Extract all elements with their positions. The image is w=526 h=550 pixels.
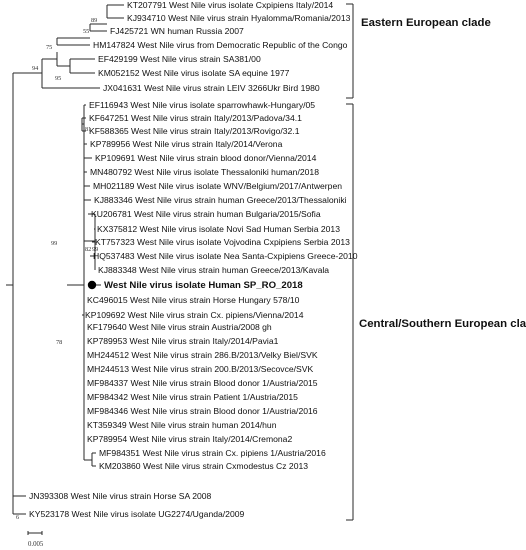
- leaf-labels: KT207791 West Nile virus isolate Cxpipie…: [29, 0, 358, 519]
- leaf-label: MH244513 West Nile virus strain 200.B/20…: [87, 364, 314, 374]
- leaf-label: MF984342 West Nile virus strain Patient …: [87, 392, 298, 402]
- leaf-label: EF429199 West Nile virus strain SA381/00: [98, 54, 261, 64]
- bootstrap-value: 78: [56, 339, 62, 346]
- leaf-label: KM203860 West Nile virus strain Cxmodest…: [99, 461, 308, 471]
- leaf-label: MF984351 West Nile virus strain Cx. pipi…: [99, 448, 326, 458]
- leaf-label: EF116943 West Nile virus isolate sparrow…: [89, 100, 315, 110]
- leaf-label: KM052152 West Nile virus isolate SA equi…: [98, 68, 290, 78]
- bootstrap-value: 99: [92, 246, 98, 253]
- tree-branches: [6, 4, 124, 515]
- scale-bar: [27, 531, 43, 535]
- bootstrap-value: 99: [51, 240, 57, 247]
- leaf-label: KT757323 West Nile virus isolate Vojvodi…: [95, 237, 350, 247]
- highlight-marker: [87, 280, 97, 290]
- leaf-label: MH244512 West Nile virus strain 286.B/20…: [87, 350, 318, 360]
- bootstrap-value: 75: [46, 44, 52, 51]
- leaf-label: KF179640 West Nile virus strain Austria/…: [87, 322, 272, 332]
- leaf-label: FJ425721 WN human Russia 2007: [110, 26, 244, 36]
- leaf-label: MH021189 West Nile virus isolate WNV/Bel…: [93, 181, 342, 191]
- leaf-label: KP109691 West Nile virus strain blood do…: [95, 153, 317, 163]
- leaf-label: KP789953 West Nile virus strain Italy/20…: [87, 336, 279, 346]
- eastern-clade-bracket: [346, 3, 354, 99]
- leaf-label: HQ537483 West Nile virus isolate Nea San…: [93, 251, 358, 261]
- leaf-label: KY523178 West Nile virus isolate UG2274/…: [29, 509, 245, 519]
- leaf-label: KP109692 West Nile virus strain Cx. pipi…: [85, 310, 304, 320]
- leaf-label: KJ934710 West Nile virus strain Hyalomma…: [127, 13, 351, 23]
- leaf-label: MF984346 West Nile virus strain Blood do…: [87, 406, 318, 416]
- leaf-label: KT207791 West Nile virus isolate Cxpipie…: [127, 0, 333, 10]
- leaf-label: MF984337 West Nile virus strain Blood do…: [87, 378, 318, 388]
- leaf-label: MN480792 West Nile virus isolate Thessal…: [90, 167, 319, 177]
- leaf-label: KC496015 West Nile virus strain Horse Hu…: [87, 295, 300, 305]
- leaf-label: KX375812 West Nile virus isolate Novi Sa…: [97, 224, 340, 234]
- bootstrap-value: 55: [83, 28, 89, 35]
- leaf-label: KF647251 West Nile virus strain Italy/20…: [89, 113, 302, 123]
- central-clade-label: Central/Southern European clade: [359, 318, 526, 330]
- bootstrap-value: 6: [16, 514, 19, 521]
- eastern-clade-label: Eastern European clade: [361, 17, 491, 29]
- bootstrap-value: 82: [85, 246, 91, 253]
- leaf-label: HM147824 West Nile virus from Democratic…: [93, 40, 348, 50]
- leaf-label: KJ883348 West Nile virus strain human Gr…: [98, 265, 329, 275]
- central-clade-bracket: [346, 103, 354, 521]
- leaf-label: KF588365 West Nile virus strain Italy/20…: [89, 126, 300, 136]
- leaf-label: KP789954 West Nile virus strain Italy/20…: [87, 434, 292, 444]
- bootstrap-value: 95: [55, 75, 61, 82]
- leaf-label: West Nile virus isolate Human SP_RO_2018: [104, 280, 303, 291]
- leaf-label: KT359349 West Nile virus strain human 20…: [87, 420, 277, 430]
- bootstrap-value: 81: [85, 126, 91, 133]
- leaf-label: JX041631 West Nile virus strain LEIV 326…: [103, 83, 320, 93]
- leaf-label: KU206781 West Nile virus strain human Bu…: [91, 209, 321, 219]
- leaf-label: KP789956 West Nile virus strain Italy/20…: [90, 139, 283, 149]
- leaf-label: JN393308 West Nile virus strain Horse SA…: [29, 491, 212, 501]
- leaf-label: KJ883346 West Nile virus strain human Gr…: [94, 195, 347, 205]
- bootstrap-value: 89: [91, 17, 97, 24]
- scale-bar-label: 0.005: [28, 541, 44, 548]
- bootstrap-value: 94: [32, 65, 39, 72]
